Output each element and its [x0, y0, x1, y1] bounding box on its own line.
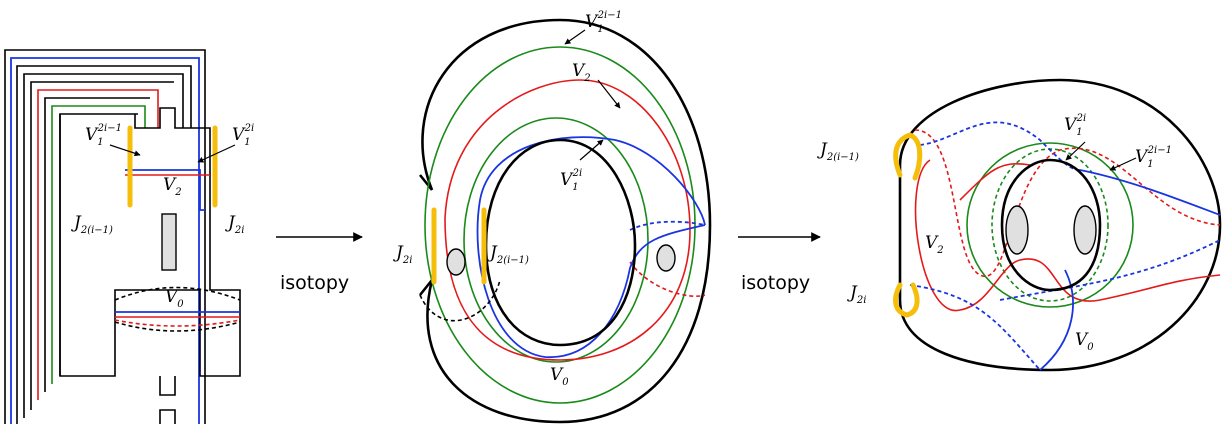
right-red-curve-top	[959, 163, 1031, 201]
middle-hole-left	[446, 248, 466, 276]
right-panel: J2(i−1) V12i V12i−1 V2 J2i V0	[817, 78, 1222, 372]
right-label-J-2i-1: J2(i−1)	[817, 140, 859, 163]
left-label-J-2i-1: J2(i−1)	[71, 213, 113, 236]
right-green-outer	[966, 142, 1134, 308]
left-black-frame-3	[23, 73, 184, 418]
left-black-dashed-curve-1	[114, 286, 241, 301]
left-black-frame-2	[16, 65, 192, 424]
middle-green-inner	[463, 117, 649, 363]
left-inner-region	[59, 107, 241, 377]
left-hole	[161, 213, 177, 271]
left-label-V0: V0	[165, 287, 184, 310]
middle-black-dashed	[419, 279, 501, 322]
left-label-V1-2i: V12i	[232, 123, 254, 148]
middle-label-V1-2i-1: V12i−1	[585, 10, 622, 35]
right-outer-boundary	[898, 78, 1222, 372]
middle-blue-dashed	[629, 220, 706, 231]
middle-green-outer	[424, 46, 696, 404]
middle-label-V1-2i: V12i	[560, 168, 582, 193]
middle-label-J-2i: J2i	[393, 243, 412, 266]
isotopy-label-1: isotopy	[280, 272, 349, 294]
left-black-frame-4	[30, 81, 174, 410]
right-arrow-V1-2i-1	[1109, 157, 1137, 171]
middle-label-J-2i-1: J2(i−1)	[487, 243, 529, 266]
left-black-frame-5	[44, 97, 150, 392]
left-red-dashed-curve	[114, 319, 241, 327]
right-blue-dashed-top	[919, 121, 1081, 171]
left-blue-v1-curve	[125, 169, 205, 211]
middle-label-V0: V0	[550, 365, 569, 388]
isotopy-arrow-1: isotopy	[276, 232, 363, 294]
right-red-curve	[914, 159, 1221, 311]
right-label-V1-2i-1: V12i−1	[1135, 145, 1172, 170]
middle-red-dashed	[629, 261, 706, 297]
right-J-2i-arc	[893, 282, 920, 318]
isotopy-label-2: isotopy	[741, 272, 810, 294]
left-label-J-2i: J2i	[225, 213, 244, 236]
right-blue-curve	[1039, 169, 1221, 371]
middle-red-curve	[444, 79, 691, 361]
left-label-V1-2i-1: V12i−1	[85, 123, 122, 148]
middle-notch	[418, 174, 434, 296]
right-hole-right	[1073, 205, 1097, 255]
isotopy-arrow-2: isotopy	[738, 232, 821, 294]
middle-arrow-V1-2i	[579, 139, 604, 161]
middle-hole-right	[656, 244, 676, 272]
left-bottom-notch	[159, 376, 176, 424]
right-arrow-V1-2i	[1065, 141, 1086, 161]
middle-inner-hole	[484, 138, 637, 347]
left-black-frame-6	[59, 113, 138, 376]
middle-panel: V12i−1 V2 V12i J2i J2(i−1) V0	[393, 10, 712, 424]
right-blue-dashed-bottom	[909, 239, 1221, 371]
left-blue-frame	[10, 57, 200, 424]
right-label-J-2i: J2i	[847, 283, 866, 306]
left-arrow-V1-2i-1	[109, 144, 141, 157]
left-label-V2: V2	[163, 175, 182, 198]
left-green-frame	[51, 105, 146, 384]
right-hole-left	[1005, 205, 1029, 255]
middle-outer-boundary	[421, 18, 712, 424]
right-J-2i-minus-1-arc	[893, 132, 923, 181]
right-label-V2: V2	[925, 233, 944, 256]
middle-arrow-V1-2i-1	[564, 29, 586, 45]
right-label-V0: V0	[1075, 330, 1094, 353]
right-label-V1-2i: V12i	[1064, 113, 1086, 138]
middle-label-V2: V2	[572, 61, 591, 84]
left-arrow-V1-2i	[197, 144, 236, 163]
right-inner-hole	[1000, 158, 1102, 292]
left-red-frame	[37, 89, 159, 400]
left-outer-boundary	[4, 49, 206, 424]
middle-arrow-V2	[597, 79, 621, 109]
left-panel: V12i−1 V12i V2 V0 J2(i−1) J2i	[4, 49, 254, 424]
right-red-dashed	[914, 129, 1221, 278]
